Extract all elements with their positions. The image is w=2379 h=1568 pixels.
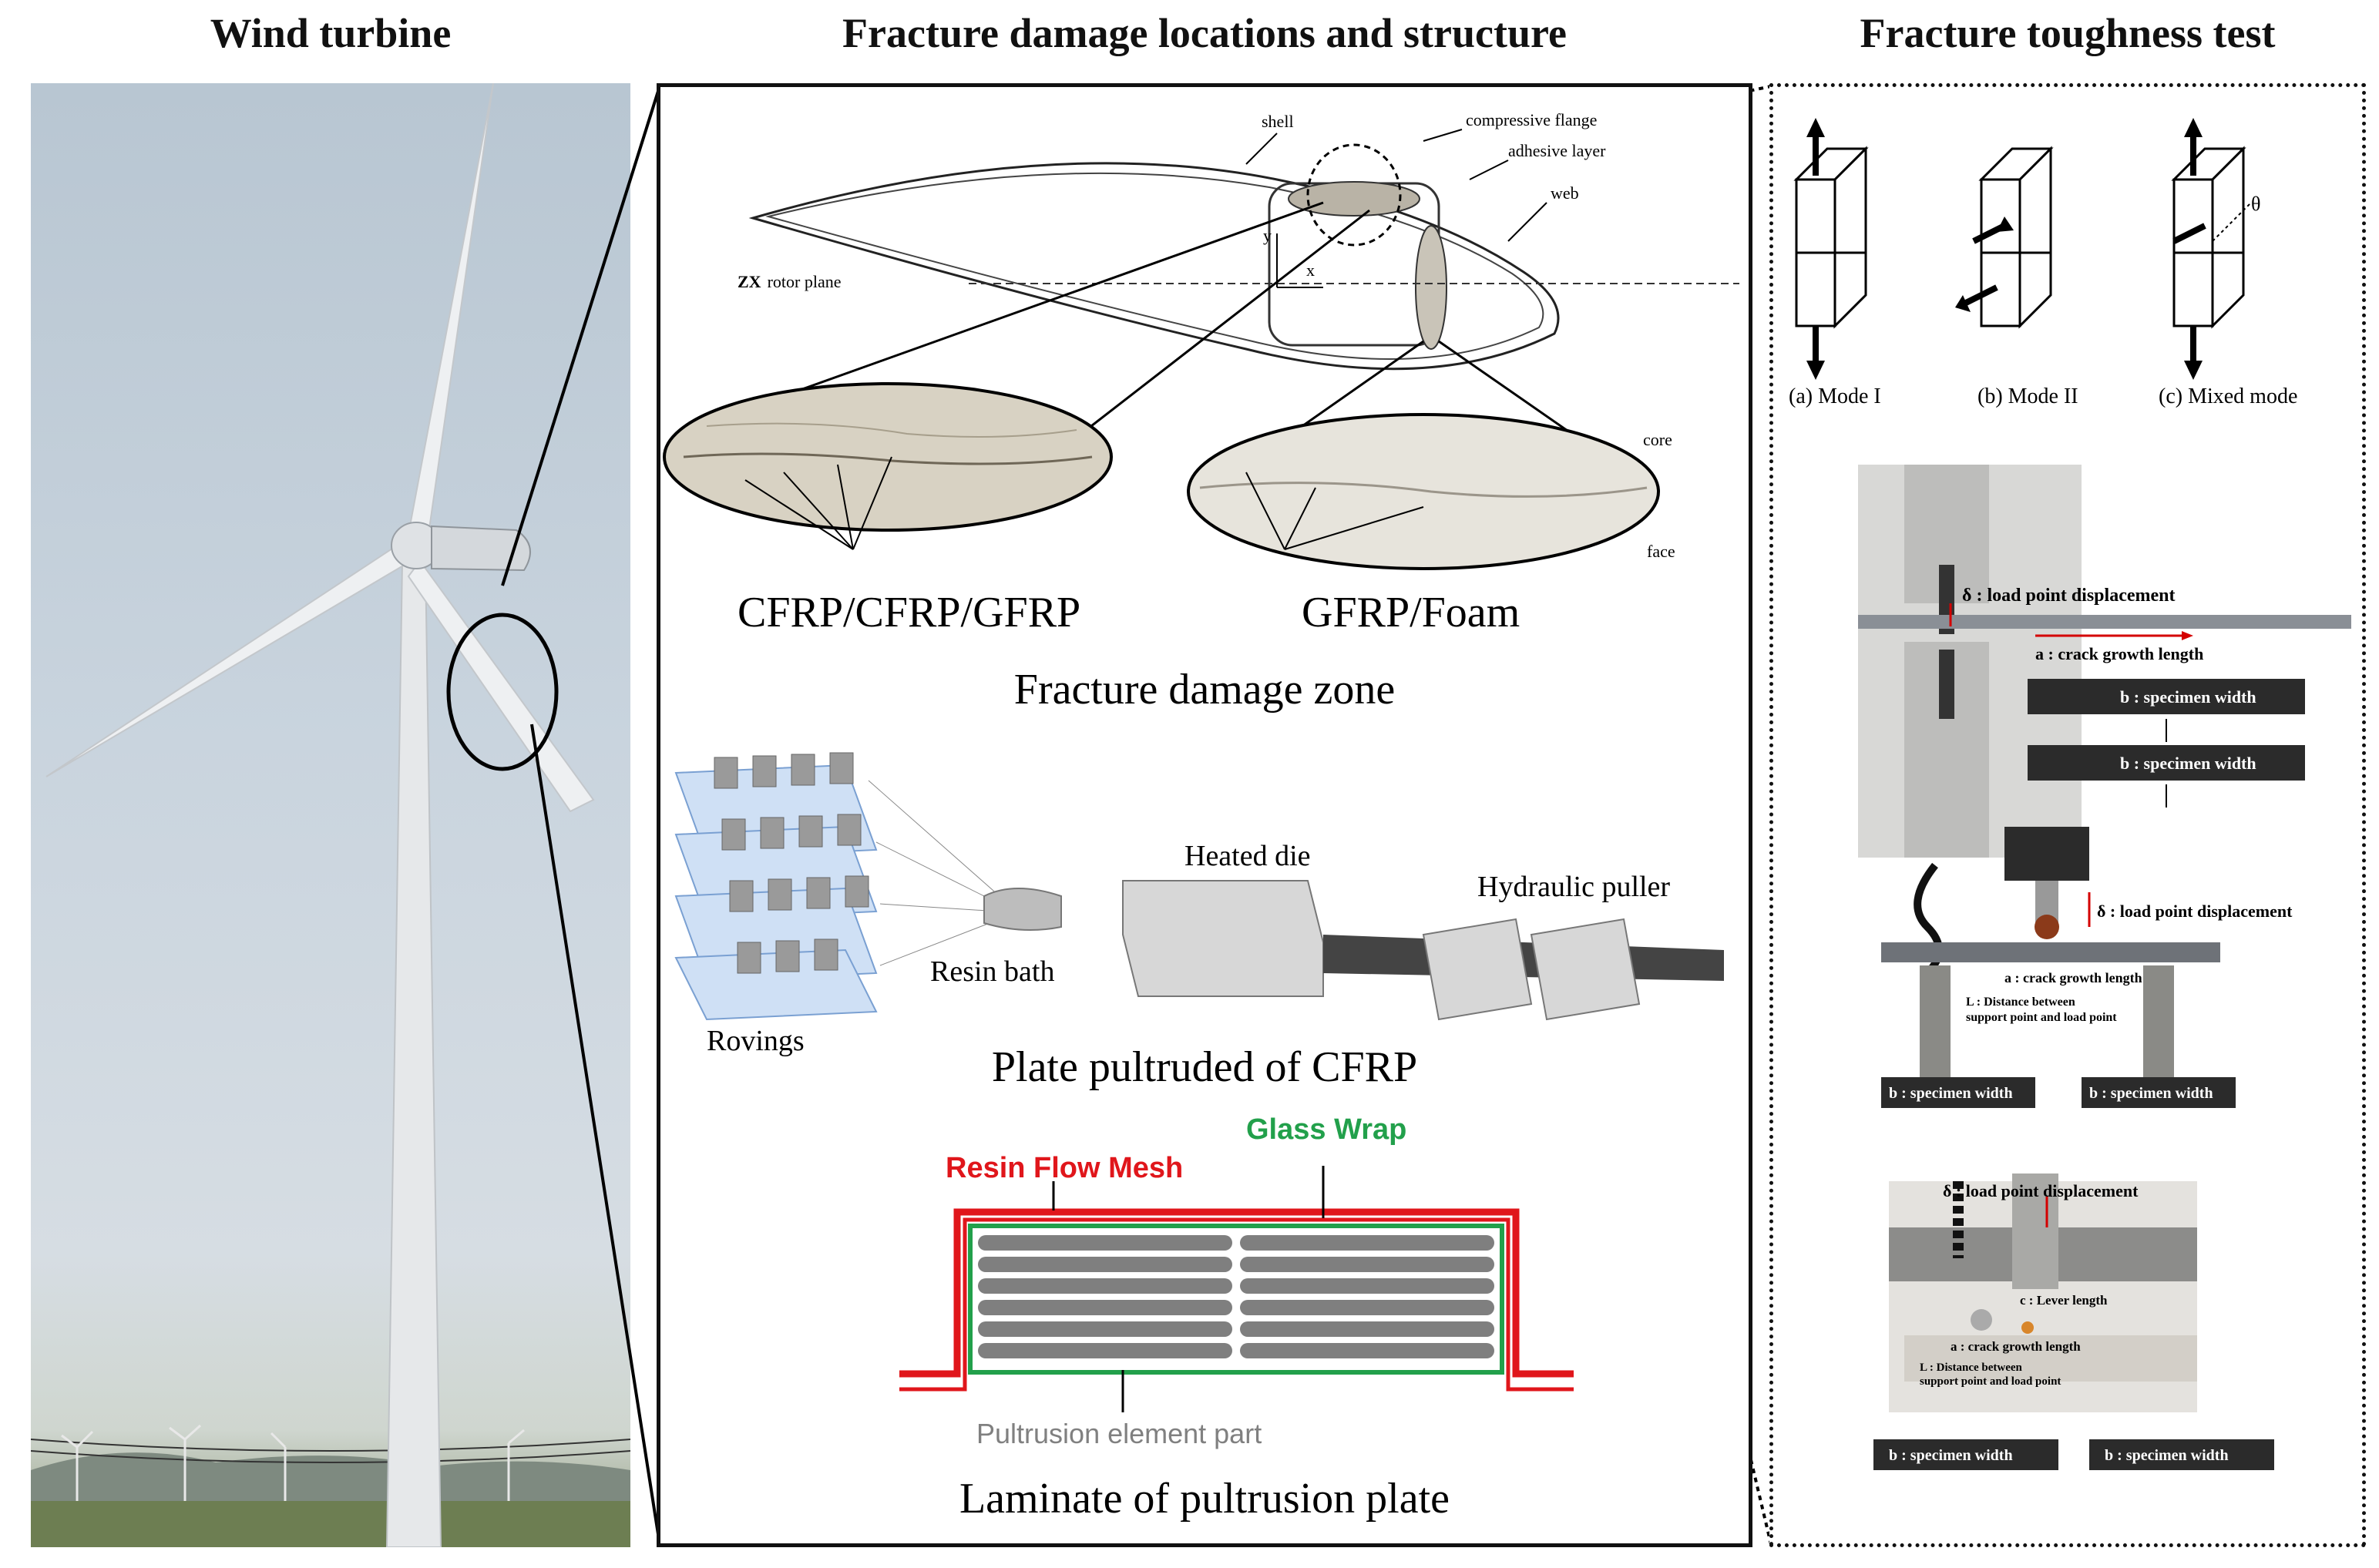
mixed-mode-label: (c) Mixed mode xyxy=(2159,384,2297,408)
label-rovings: Rovings xyxy=(707,1025,805,1057)
nacelle xyxy=(431,525,531,572)
resin-flow-mesh-outline xyxy=(899,1208,1574,1378)
damage-highlight-circle xyxy=(446,613,559,771)
cfrp-material-label: CFRP/CFRP/GFRP xyxy=(738,589,1080,636)
wind-turbine-photo xyxy=(31,83,630,1547)
axis-y-label: y xyxy=(1263,226,1272,245)
rotor-plane-bold: ZX xyxy=(738,272,761,291)
axis-x-label: x xyxy=(1306,260,1315,280)
label-glass-wrap: Glass Wrap xyxy=(1246,1113,1406,1146)
label-resin-flow-mesh: Resin Flow Mesh xyxy=(946,1152,1183,1184)
rotor-plane-label: ZX rotor plane xyxy=(738,272,841,291)
header-fracture-locations: Fracture damage locations and structure xyxy=(842,10,1567,56)
mixed-L1-label: L : Distance between xyxy=(1920,1362,2023,1374)
label-web: web xyxy=(1551,183,1579,203)
enf-delta-label: δ : load point displacement xyxy=(2097,902,2293,921)
ground xyxy=(31,1501,630,1547)
label-heated-die: Heated die xyxy=(1184,840,1311,872)
label-core: core xyxy=(1643,430,1672,449)
test-photo-dcb xyxy=(1858,465,2351,858)
blade-left xyxy=(45,544,406,777)
label-compressive-flange: compressive flange xyxy=(1466,110,1597,129)
label-shell: shell xyxy=(1262,112,1294,131)
crack-arrows xyxy=(744,456,1424,550)
distant-turbines xyxy=(61,1424,525,1501)
gfrp-material-label: GFRP/Foam xyxy=(1302,589,1520,636)
puller-block-2 xyxy=(1530,918,1641,1021)
laminate-cross-section xyxy=(899,1166,1574,1412)
enf-b1-label: b : specimen width xyxy=(1889,1085,2013,1102)
label-pultrusion-element: Pultrusion element part xyxy=(976,1418,1262,1449)
laminate-caption: Laminate of pultrusion plate xyxy=(959,1475,1450,1523)
theta-symbol: θ xyxy=(2251,193,2260,215)
label-face: face xyxy=(1647,542,1675,561)
fiber-lines xyxy=(868,780,1000,966)
mixed-mode-specimen xyxy=(2171,146,2246,329)
dcb-a-label: a : crack growth length xyxy=(2035,644,2203,663)
mixed-c-label: c : Lever length xyxy=(2020,1293,2108,1308)
mode-i-specimen xyxy=(1793,146,1869,329)
tower xyxy=(385,560,442,1547)
mixed-a-label: a : crack growth length xyxy=(1951,1339,2081,1354)
heated-die xyxy=(1122,880,1324,997)
enf-a-label: a : crack growth length xyxy=(2004,970,2142,985)
enf-L1-label: L : Distance between xyxy=(1966,996,2075,1009)
power-line xyxy=(31,1439,630,1452)
mixed-b2-label: b : specimen width xyxy=(2105,1447,2229,1464)
dcb-delta-label: δ : load point displacement xyxy=(1962,586,2175,606)
mode-ii-label: (b) Mode II xyxy=(1977,384,2078,408)
cfrp-zoom xyxy=(663,382,1113,532)
enf-b2-label: b : specimen width xyxy=(2089,1085,2213,1102)
test-photo-enf xyxy=(1881,827,2236,1108)
toughness-diagram: θ (a) Mode I (b) Mode II (c) Mixed mode … xyxy=(1789,118,2351,1470)
blade-right xyxy=(407,559,595,813)
header-fracture-toughness: Fracture toughness test xyxy=(1860,10,2276,56)
rotor-plane-text: rotor plane xyxy=(768,272,842,291)
mode-ii-arrows xyxy=(1955,217,2014,312)
mixed-delta-label: δ : load point displacement xyxy=(1943,1181,2139,1200)
roving-spools xyxy=(714,752,869,974)
dcb-b2-label: b : specimen width xyxy=(2120,754,2256,773)
mixed-L2-label: support point and load point xyxy=(1920,1375,2061,1388)
mode-i-label: (a) Mode I xyxy=(1789,384,1881,408)
label-adhesive-layer: adhesive layer xyxy=(1508,141,1606,160)
label-resin-bath: Resin bath xyxy=(930,955,1054,988)
glass-wrap-outline xyxy=(968,1224,1504,1375)
zoom-circle xyxy=(1306,143,1402,247)
header-wind-turbine: Wind turbine xyxy=(210,10,452,56)
mixed-b1-label: b : specimen width xyxy=(1889,1447,2013,1464)
puller-block-1 xyxy=(1422,918,1533,1021)
label-hydraulic-puller: Hydraulic puller xyxy=(1477,871,1670,903)
enf-L2-label: support point and load point xyxy=(1966,1011,2117,1024)
mode-ii-specimen xyxy=(1978,146,2054,329)
airfoil-inner xyxy=(765,172,1544,360)
mode-i-arrows xyxy=(1806,118,1825,380)
airfoil-shell xyxy=(748,162,1560,371)
structure-diagram: y x shell compressive flange adhesive la… xyxy=(663,110,1739,1523)
test-photo-mixed xyxy=(1873,1173,2274,1470)
pultrusion-caption: Plate pultruded of CFRP xyxy=(992,1043,1417,1091)
fracture-zone-caption: Fracture damage zone xyxy=(1014,666,1395,713)
blade-up xyxy=(407,83,494,541)
wind-turbine-illustration xyxy=(31,83,630,1547)
mixed-mode-arrows xyxy=(2172,118,2252,380)
fracture-toughness-panel: θ (a) Mode I (b) Mode II (c) Mixed mode … xyxy=(1769,83,2366,1547)
web-sample xyxy=(1415,225,1447,350)
pultrusion-elements xyxy=(978,1235,1494,1358)
fracture-structure-panel: y x shell compressive flange adhesive la… xyxy=(657,83,1752,1547)
spar-cap xyxy=(1288,181,1420,217)
resin-bath xyxy=(983,888,1062,931)
dcb-b1-label: b : specimen width xyxy=(2120,687,2256,707)
